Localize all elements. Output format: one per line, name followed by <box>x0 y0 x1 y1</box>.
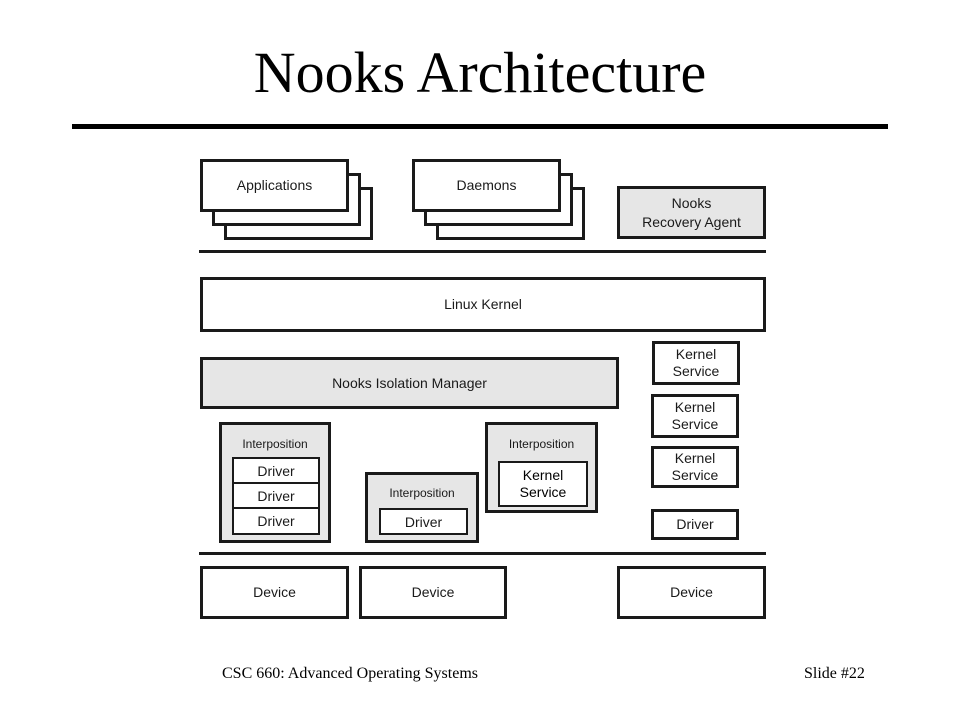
kernel-service-label: Kernel Service <box>671 399 719 432</box>
kernel-service-label: Kernel Service <box>672 346 720 379</box>
daemons-box: Daemons <box>412 159 561 212</box>
linux-kernel-label: Linux Kernel <box>444 296 522 312</box>
device-label: Device <box>253 584 296 600</box>
title-underline <box>72 124 888 129</box>
device-box: Device <box>359 566 507 619</box>
standalone-driver-label: Driver <box>676 516 714 532</box>
applications-box: Applications <box>200 159 349 212</box>
kernel-hardware-boundary-line <box>199 552 766 555</box>
kernel-service-label: Kernel Service <box>671 450 719 483</box>
interposition-box: Interposition Kernel Service <box>485 422 598 513</box>
device-label: Device <box>670 584 713 600</box>
driver-label: Driver <box>404 513 443 530</box>
user-kernel-boundary-line <box>199 250 766 253</box>
nooks-isolation-manager-box: Nooks Isolation Manager <box>200 357 619 409</box>
device-label: Device <box>411 584 455 600</box>
kernel-service-label: Kernel Service <box>519 467 567 500</box>
driver-box: Driver <box>234 459 318 484</box>
device-box: Device <box>617 566 766 619</box>
interposition-box: Interposition Driver <box>365 472 479 543</box>
daemons-label: Daemons <box>456 177 517 193</box>
driver-box: Driver <box>234 484 318 509</box>
kernel-service-box: Kernel Service <box>651 394 739 438</box>
nooks-recovery-agent-label: Nooks Recovery Agent <box>642 194 741 230</box>
slide-title: Nooks Architecture <box>253 40 707 105</box>
footer-slide-number: Slide #22 <box>804 665 865 682</box>
interposition-box: Interposition Driver Driver Driver <box>219 422 331 543</box>
interposition-label: Interposition <box>389 486 455 500</box>
driver-box: Driver <box>379 508 468 535</box>
interposition-label: Interposition <box>508 437 575 451</box>
linux-kernel-box: Linux Kernel <box>200 277 766 332</box>
nooks-recovery-agent-box: Nooks Recovery Agent <box>617 186 766 239</box>
standalone-driver-box: Driver <box>651 509 739 540</box>
driver-box: Driver <box>257 513 295 529</box>
kernel-service-box: Kernel Service <box>651 446 739 488</box>
kernel-service-box: Kernel Service <box>652 341 740 385</box>
device-box: Device <box>200 566 349 619</box>
footer-course: CSC 660: Advanced Operating Systems <box>222 665 478 682</box>
driver-stack: Driver Driver Driver <box>232 457 320 535</box>
kernel-service-box: Kernel Service <box>498 461 588 507</box>
applications-label: Applications <box>236 177 313 193</box>
nooks-isolation-manager-label: Nooks Isolation Manager <box>332 374 487 391</box>
interposition-label: Interposition <box>242 437 308 451</box>
